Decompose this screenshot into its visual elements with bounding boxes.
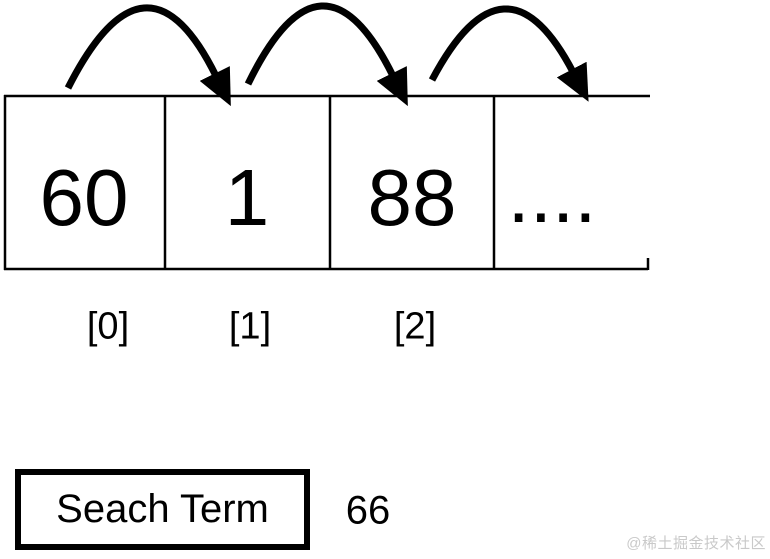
array-cell-value-0: 60 — [39, 153, 129, 242]
array-cell-value-2: 88 — [367, 153, 457, 242]
hop-arrow-3 — [428, 5, 589, 102]
hop-arrow-2 — [244, 2, 408, 107]
array-index-label-0: [0] — [86, 305, 130, 348]
search-term-value: 66 — [345, 488, 391, 533]
search-term-box: Seach Term — [15, 469, 310, 550]
array-cell-value-ellipsis: .... — [507, 150, 597, 239]
array-cell-value-1: 1 — [224, 153, 270, 242]
search-term-label: Seach Term — [56, 487, 269, 531]
array-and-arrows-graphic — [3, 2, 650, 271]
hop-arrow-1 — [64, 4, 231, 107]
watermark-text: @稀土掘金技术社区 — [626, 535, 766, 552]
array-index-label-1: [1] — [228, 305, 272, 348]
hop-arrows — [64, 2, 589, 107]
array-index-label-2: [2] — [393, 305, 437, 348]
array-outline — [3, 94, 650, 271]
